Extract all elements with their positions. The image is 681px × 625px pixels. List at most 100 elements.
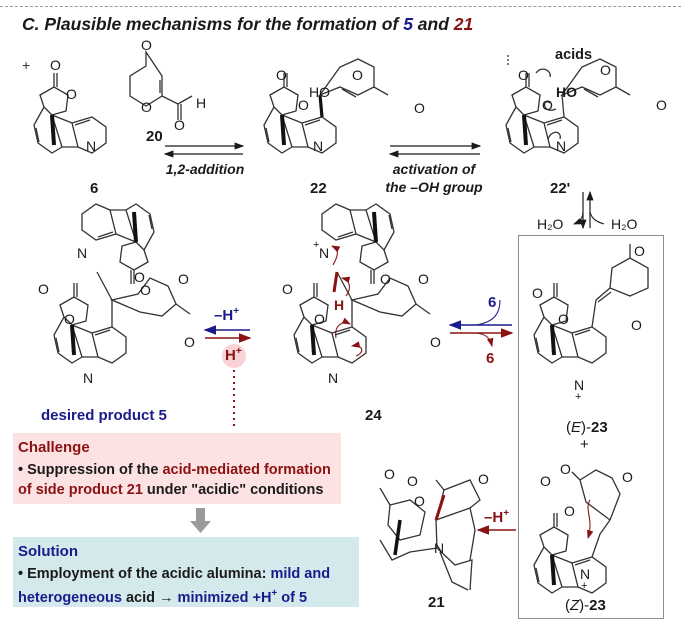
title-and: and <box>412 14 454 34</box>
atom-N-plus: N <box>580 566 591 582</box>
label-compound-24: 24 <box>365 407 382 424</box>
atom-O: O <box>518 67 529 83</box>
label-compound-21: 21 <box>428 594 445 611</box>
plus-charge: + <box>313 239 320 251</box>
title-compound-5: 5 <box>403 14 413 34</box>
structure-5 <box>53 203 191 364</box>
scheme-title: C. Plausible mechanisms for the formatio… <box>22 14 473 35</box>
sup-plus: + <box>233 306 240 317</box>
label-1-2-addition: 1,2-addition <box>165 161 245 177</box>
atom-O: O <box>634 243 645 259</box>
label-6-top: 6 <box>488 294 497 311</box>
atom-O: O <box>414 100 425 116</box>
paren-dash: )- <box>581 419 592 436</box>
paren: ( <box>565 597 570 614</box>
top-dashed-divider <box>0 6 681 7</box>
atom-N: N <box>313 138 324 154</box>
label-compound-20: 20 <box>146 128 163 145</box>
atom-O: O <box>38 281 49 297</box>
challenge-text-4: under "acidic" conditions <box>142 482 324 498</box>
atom-O: O <box>50 57 61 73</box>
compound-number: 23 <box>589 597 606 614</box>
solution-text-5: minimized +H <box>177 589 272 606</box>
atom-O: O <box>600 62 611 78</box>
plus-charge: + <box>581 580 588 592</box>
label-minus-h-plus-21: –H+ <box>484 508 509 526</box>
atom-O: O <box>134 269 145 285</box>
plus-charge: + <box>575 391 582 403</box>
solution-text-7: of 5 <box>277 589 308 606</box>
atom-H: H <box>196 95 207 111</box>
atom-N: N <box>86 138 97 154</box>
atom-HO: HO <box>309 84 330 100</box>
atom-O: O <box>540 473 551 489</box>
label-h-plus: H+ <box>225 346 242 364</box>
label-minus-h-plus: –H+ <box>214 306 239 324</box>
stereo-descriptor: Z <box>570 597 580 614</box>
bullet: • <box>18 566 24 582</box>
atom-N: N <box>77 245 88 261</box>
svg-text:+: + <box>22 57 30 73</box>
bullet: • <box>18 462 24 478</box>
atom-N-plus: N <box>574 377 585 393</box>
label-h2o-left: H₂O <box>537 216 564 232</box>
title-compound-21: 21 <box>453 14 474 34</box>
atom-O: O <box>532 285 543 301</box>
atom-O: O <box>282 281 293 297</box>
atom-O: O <box>314 311 325 327</box>
atom-O: O <box>622 469 633 485</box>
solution-heading: Solution <box>18 543 78 560</box>
acids-label: acids <box>555 47 593 63</box>
structure-E-23 <box>533 244 649 364</box>
challenge-heading: Challenge <box>18 439 90 456</box>
solution-text-1: Employment of the acidic alumina: <box>27 566 271 582</box>
structure-22 <box>263 58 389 154</box>
solution-text: • Employment of the acidic alumina: mild… <box>18 564 359 608</box>
structure-20 <box>129 49 193 120</box>
solution-box: Solution • Employment of the acidic alum… <box>13 537 359 607</box>
challenge-text-1: Suppression of the <box>27 462 163 478</box>
solution-sup: + <box>271 588 278 599</box>
atom-N: N <box>83 370 94 386</box>
atom-H-highlight: H <box>334 297 345 313</box>
atom-O: O <box>564 503 575 519</box>
compound-number: 23 <box>591 419 608 436</box>
atom-N: N <box>328 370 339 386</box>
atom-O: O <box>407 473 418 489</box>
atom-N-plus: N <box>319 245 330 261</box>
paren-dash: )- <box>579 597 590 614</box>
atom-O: O <box>560 461 571 477</box>
solution-text-3: heterogeneous <box>18 589 122 606</box>
atom-O: O <box>631 317 642 333</box>
label-6-bottom: 6 <box>486 350 495 367</box>
atom-O: O <box>174 117 185 133</box>
atom-O: O <box>276 67 287 83</box>
solution-text-2: mild and <box>270 566 331 582</box>
atom-O: O <box>64 311 75 327</box>
sup-plus: + <box>235 346 242 357</box>
label-compound-6: 6 <box>90 180 99 197</box>
label-h2o-right: H₂O <box>611 216 638 232</box>
atom-O: O <box>478 471 489 487</box>
atom-HO: HO <box>556 84 577 100</box>
structure-6 <box>33 72 107 154</box>
atom-O: O <box>352 67 363 83</box>
stereo-descriptor: E <box>571 419 582 436</box>
atom-N: N <box>556 138 567 154</box>
atom-O: O <box>418 271 429 287</box>
label-desired-product-5: desired product 5 <box>41 407 167 424</box>
sup-plus: + <box>503 508 510 519</box>
atom-O: O <box>380 271 391 287</box>
challenge-box: Challenge • Suppression of the acid-medi… <box>13 433 341 504</box>
label-compound-22-prime: 22' <box>550 180 571 197</box>
plus-sign: + <box>580 436 589 453</box>
challenge-text-3: of side product 21 <box>18 482 143 498</box>
structure-24 <box>293 203 431 364</box>
solution-text-4: acid → <box>121 589 178 606</box>
atom-O: O <box>140 282 151 298</box>
structure-22-prime <box>505 55 631 154</box>
challenge-text-2: acid-mediated formation <box>162 462 331 478</box>
atom-O: O <box>141 37 152 53</box>
h: H <box>225 347 236 364</box>
